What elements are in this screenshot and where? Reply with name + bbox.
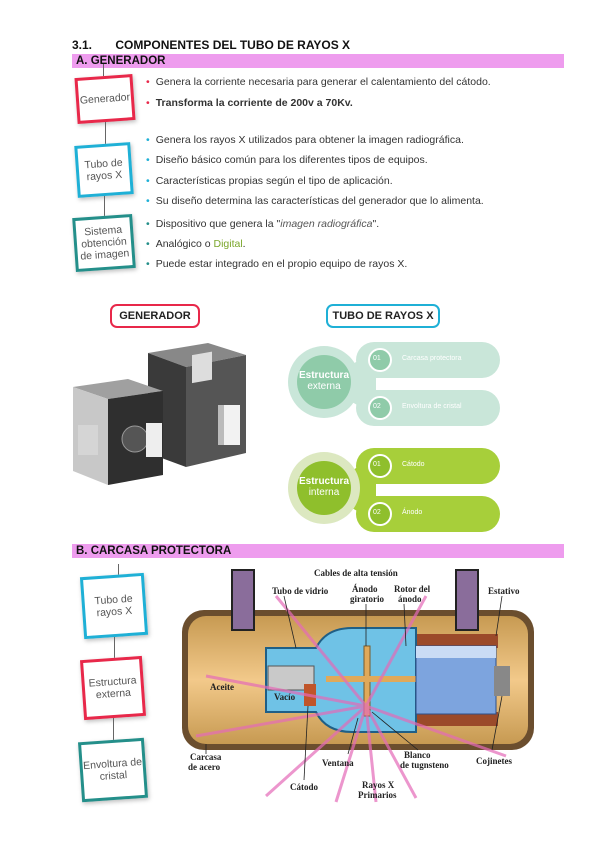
bullets-section-a: •Genera la corriente necesaria para gene… — [146, 0, 586, 280]
card-pin — [105, 122, 106, 148]
section-a-header: A. GENERADOR — [72, 54, 564, 68]
label-tubo-rayos-x: TUBO DE RAYOS X — [326, 304, 440, 328]
bullet-item: •Genera los rayos X utilizados para obte… — [146, 134, 464, 146]
label-rotor-1: Rotor del — [394, 584, 431, 594]
label-generador: GENERADOR — [110, 304, 200, 328]
bullet-item: •Transforma la corriente de 200v a 70Kv. — [146, 97, 353, 109]
item-number: 02 — [373, 403, 381, 410]
item-anodo: Ánodo — [402, 509, 423, 516]
estructura-interna-title: Estructura interna — [298, 476, 349, 498]
label-vacio: Vacío — [274, 692, 296, 702]
label-carcasa-1: Carcasa — [190, 752, 222, 762]
label-rayos-1: Rayos X — [362, 780, 395, 790]
item-carcasa-protectora: Carcasa protectora — [402, 355, 462, 362]
bullet-item: •Diseño básico común para los diferentes… — [146, 154, 428, 166]
page-title: 3.1. COMPONENTES DEL TUBO DE RAYOS X — [72, 38, 350, 52]
bullet-item: •Puede estar integrado en el propio equi… — [146, 258, 408, 270]
label-blanco-1: Blanco — [404, 750, 431, 760]
card-pin — [113, 718, 114, 742]
section-b-header: B. CARCASA PROTECTORA — [72, 544, 564, 558]
label-ventana: Ventana — [322, 758, 354, 768]
label-cables: Cables de alta tensión — [314, 568, 398, 578]
label-tubo-vidrio: Tubo de vidrio — [272, 586, 329, 596]
bullet-item: •Características propias según el tipo d… — [146, 175, 393, 187]
card-sistema-imagen: Sistema obtención de imagen — [72, 213, 136, 273]
label-blanco-2: de tugnsteno — [400, 760, 449, 770]
card-pin — [114, 637, 115, 659]
bullet-item: •Dispositivo que genera la "imagen radio… — [146, 218, 380, 230]
bullet-item: •Genera la corriente necesaria para gene… — [146, 76, 491, 88]
bullet-item: •Analógico o Digital. — [146, 238, 246, 250]
label-anodo-giratorio-2: giratorio — [350, 594, 384, 604]
card-pin — [118, 564, 119, 578]
generator-illustration — [73, 343, 246, 485]
label-cojinetes: Cojinetes — [476, 756, 512, 766]
item-number: 02 — [373, 509, 381, 516]
item-catodo: Cátodo — [402, 461, 425, 468]
label-aceite: Aceite — [210, 682, 234, 692]
label-carcasa-2: de acero — [188, 762, 221, 772]
card-estructura-externa: Estructura externa — [79, 655, 147, 721]
estructura-externa-title: Estructura externa — [298, 370, 349, 392]
item-envoltura-cristal: Envoltura de cristal — [402, 403, 462, 410]
bullet-item: •Su diseño determina las características… — [146, 195, 484, 207]
card-envoltura-cristal: Envoltura de cristal — [77, 737, 149, 803]
label-estativo: Estativo — [488, 586, 520, 596]
card-pin — [103, 64, 104, 82]
label-anodo-giratorio-1: Ánodo — [352, 584, 378, 594]
item-number: 01 — [373, 461, 381, 468]
label-rotor-2: ánodo — [398, 594, 422, 604]
label-catodo: Cátodo — [290, 782, 319, 792]
label-rayos-2: Primarios — [358, 790, 397, 800]
estructura-infographic — [288, 342, 500, 532]
card-generador: Generador — [74, 74, 136, 124]
card-tubo-rayos-x-b: Tubo de rayos X — [79, 572, 149, 640]
title-number: 3.1. — [72, 38, 93, 52]
card-tubo-rayos-x: Tubo de rayos X — [74, 142, 134, 198]
item-number: 01 — [373, 355, 381, 362]
card-pin — [104, 196, 105, 218]
xray-tube-diagram: Cables de alta tensión Tubo de vidrio Án… — [182, 568, 534, 803]
title-text: COMPONENTES DEL TUBO DE RAYOS X — [115, 38, 351, 52]
